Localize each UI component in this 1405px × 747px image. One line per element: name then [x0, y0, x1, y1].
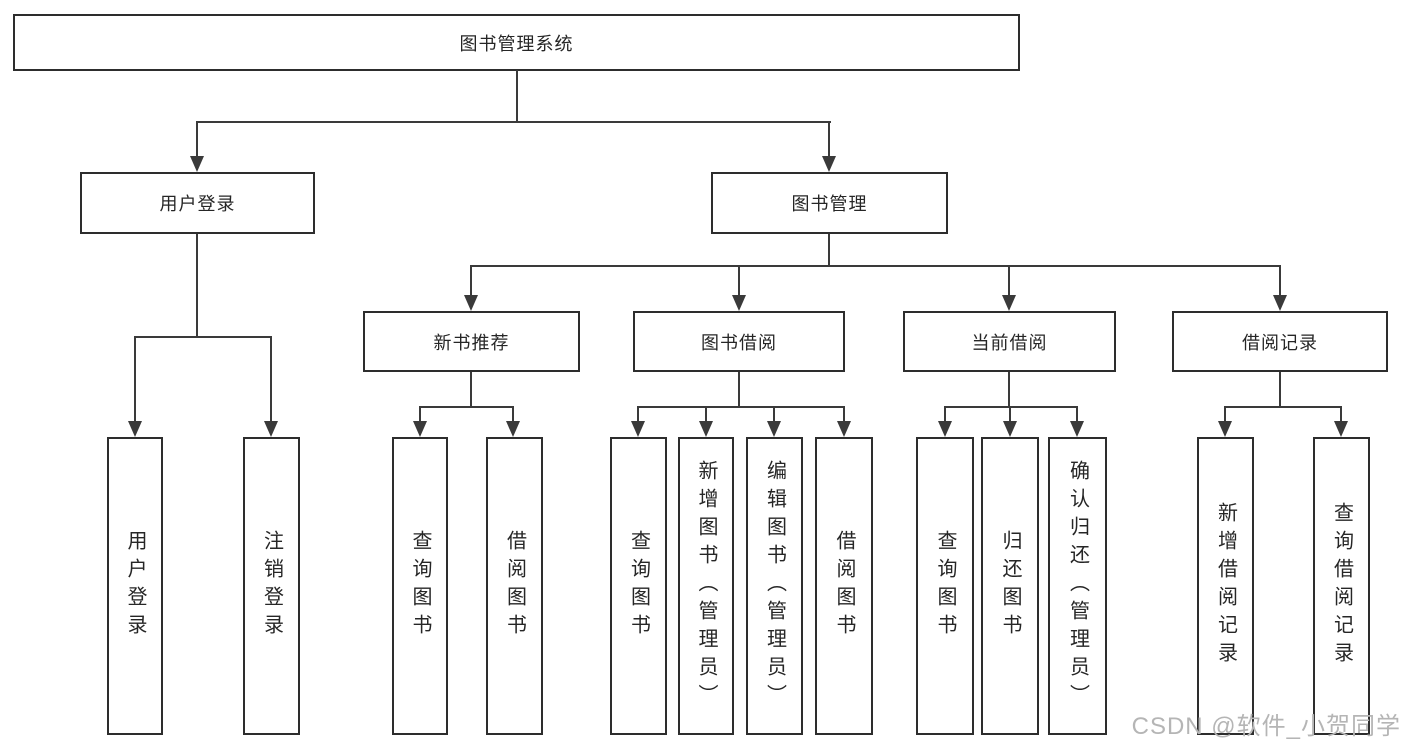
leaf-label: 用户登录 — [124, 530, 146, 642]
leaf-label: 借阅图书 — [503, 530, 526, 642]
arrowhead-down-icon — [1273, 295, 1287, 311]
arrowhead-down-icon — [699, 421, 713, 437]
arrowhead-down-icon — [128, 421, 142, 437]
arrowhead-down-icon — [264, 421, 278, 437]
leaf-confirm-return-admin: 确认归还（管理员） — [1048, 437, 1107, 735]
connector-book-mgmt-drop — [828, 234, 830, 267]
leaf-user-login: 用户登录 — [107, 437, 163, 735]
connector-group-drop — [1279, 372, 1281, 408]
connector-stem-leaf — [944, 406, 946, 423]
connector-group-drop — [738, 372, 740, 408]
connector-stem-leaf — [637, 406, 639, 423]
node-book-borrow: 图书借阅 — [633, 311, 845, 372]
node-root: 图书管理系统 — [13, 14, 1020, 71]
arrowhead-down-icon — [1070, 421, 1084, 437]
leaf-query-borrow-record: 查询借阅记录 — [1313, 437, 1370, 735]
connector-stem-user-login — [196, 121, 198, 157]
connector-stem-group — [1279, 265, 1281, 297]
leaf-return-books: 归还图书 — [981, 437, 1039, 735]
connector-stem-leaf — [1009, 406, 1011, 423]
connector-stem-group — [738, 265, 740, 297]
node-book-borrow-label: 图书借阅 — [701, 332, 777, 353]
leaf-label: 确认归还（管理员） — [1066, 460, 1089, 712]
leaf-label: 新增图书（管理员） — [695, 460, 717, 712]
node-user-login: 用户登录 — [80, 172, 315, 234]
node-book-management-label: 图书管理 — [791, 194, 868, 214]
arrowhead-down-icon — [464, 295, 478, 311]
node-book-management: 图书管理 — [711, 172, 948, 234]
leaf-query-books-borrow: 查询图书 — [610, 437, 667, 735]
leaf-label: 编辑图书（管理员） — [763, 460, 786, 712]
leaf-edit-books-admin: 编辑图书（管理员） — [746, 437, 803, 735]
connector-group-rail — [419, 406, 514, 408]
connector-stem-leaf — [419, 406, 421, 423]
node-current-borrow-label: 当前借阅 — [971, 332, 1048, 353]
node-user-login-label: 用户登录 — [159, 194, 236, 214]
connector-stem-leaf — [1224, 406, 1226, 423]
connector-stem-group — [1008, 265, 1010, 297]
leaf-query-books-recommend: 查询图书 — [392, 437, 448, 735]
connector-stem-leaf — [1076, 406, 1078, 423]
arrowhead-down-icon — [938, 421, 952, 437]
leaf-add-books-admin: 新增图书（管理员） — [678, 437, 734, 735]
connector-group-rail — [637, 406, 844, 408]
connector-user-login-rail — [134, 336, 272, 338]
leaf-borrow-books-recommend: 借阅图书 — [486, 437, 543, 735]
leaf-label: 借阅图书 — [833, 530, 855, 642]
connector-stem-leaf — [270, 336, 272, 422]
arrowhead-down-icon — [1003, 421, 1017, 437]
connector-root-drop — [516, 70, 518, 123]
leaf-add-borrow-record: 新增借阅记录 — [1197, 437, 1254, 735]
connector-group-rail — [944, 406, 1078, 408]
leaf-query-books-current: 查询图书 — [916, 437, 974, 735]
leaf-borrow-books: 借阅图书 — [815, 437, 873, 735]
node-current-borrow: 当前借阅 — [903, 311, 1116, 372]
csdn-watermark: CSDN @软件_小贺同学 — [1131, 713, 1401, 740]
node-root-label: 图书管理系统 — [459, 33, 574, 54]
node-new-book-recommend: 新书推荐 — [363, 311, 580, 372]
leaf-label: 新增借阅记录 — [1214, 502, 1237, 670]
leaf-logout: 注销登录 — [243, 437, 300, 735]
arrowhead-down-icon — [732, 295, 746, 311]
connector-stem-leaf — [705, 406, 707, 423]
arrowhead-down-icon — [1334, 421, 1348, 437]
leaf-label: 查询借阅记录 — [1330, 502, 1353, 670]
arrowhead-down-icon — [631, 421, 645, 437]
leaf-label: 查询图书 — [409, 530, 431, 642]
arrowhead-down-icon — [822, 156, 836, 172]
leaf-label: 查询图书 — [934, 530, 956, 642]
leaf-label: 查询图书 — [627, 530, 650, 642]
connector-group-drop — [1008, 372, 1010, 408]
arrowhead-down-icon — [413, 421, 427, 437]
connector-stem-leaf — [1340, 406, 1342, 423]
connector-stem-book-mgmt — [828, 121, 830, 157]
connector-level3-rail — [470, 265, 1281, 267]
leaf-label: 注销登录 — [260, 530, 283, 642]
connector-stem-leaf — [843, 406, 845, 423]
connector-stem-leaf — [512, 406, 514, 423]
connector-stem-leaf — [134, 336, 136, 422]
arrowhead-down-icon — [767, 421, 781, 437]
leaf-label: 归还图书 — [999, 530, 1021, 642]
connector-stem-leaf — [773, 406, 775, 423]
connector-user-login-drop — [196, 234, 198, 337]
node-borrow-records-label: 借阅记录 — [1242, 332, 1318, 353]
node-new-book-recommend-label: 新书推荐 — [433, 332, 510, 353]
arrowhead-down-icon — [190, 156, 204, 172]
arrowhead-down-icon — [1218, 421, 1232, 437]
arrowhead-down-icon — [506, 421, 520, 437]
connector-stem-group — [470, 265, 472, 297]
arrowhead-down-icon — [1002, 295, 1016, 311]
connector-group-drop — [470, 372, 472, 408]
connector-level2-rail — [196, 121, 831, 123]
node-borrow-records: 借阅记录 — [1172, 311, 1388, 372]
arrowhead-down-icon — [837, 421, 851, 437]
connector-group-rail — [1224, 406, 1342, 408]
